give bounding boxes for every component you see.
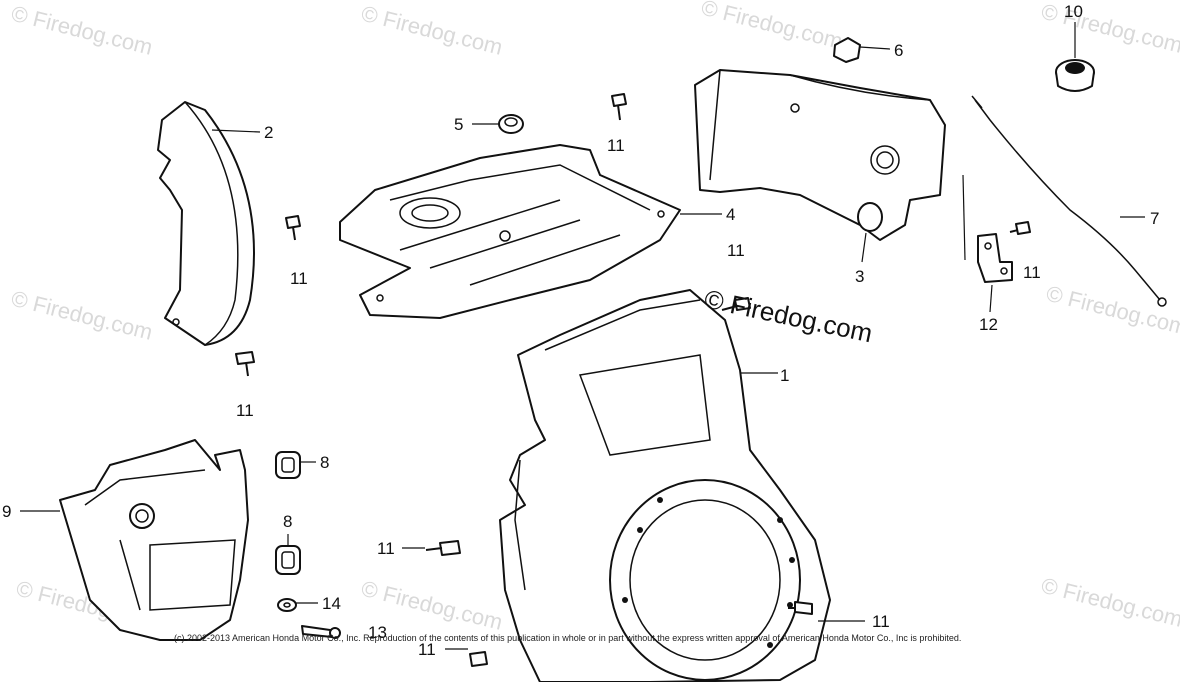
callout-11: 11	[1023, 263, 1041, 282]
watermark: © Firedog.com	[699, 0, 845, 54]
part-4-top-plate	[339, 144, 681, 319]
callout-1: 1	[780, 366, 789, 385]
callout-5: 5	[454, 115, 463, 134]
callout-11: 11	[872, 612, 890, 631]
callout-14: 14	[322, 594, 341, 613]
callout-7: 7	[1150, 209, 1159, 228]
part-14-washer	[277, 598, 297, 612]
callout-13: 13	[368, 623, 387, 642]
part-7-cable	[971, 95, 1167, 307]
callout-3: 3	[855, 267, 864, 286]
callout-11: 11	[727, 241, 745, 260]
callout-11: 11	[607, 136, 625, 155]
callout-8-lower: 8	[283, 512, 292, 531]
callout-11: 11	[377, 539, 395, 558]
callout-10: 10	[1064, 2, 1083, 21]
callout-4: 4	[726, 205, 735, 224]
part-2-shroud-plate	[157, 101, 255, 346]
watermark: © Firedog.com	[359, 1, 505, 60]
watermark: © Firedog.com	[1039, 0, 1180, 58]
part-8-grommet-upper	[275, 451, 301, 479]
callout-11: 11	[236, 401, 254, 420]
part-3-side-plate	[694, 69, 946, 241]
part-1-fan-shroud	[499, 289, 831, 682]
watermark: © Firedog.com	[9, 286, 155, 345]
part-6-clip	[833, 37, 861, 63]
callout-8-upper: 8	[320, 453, 329, 472]
callout-2: 2	[264, 123, 273, 142]
callout-6: 6	[894, 41, 903, 60]
callout-12: 12	[979, 315, 998, 334]
part-12-bracket	[977, 233, 1013, 283]
watermark: © Firedog.com	[9, 1, 155, 60]
callout-11: 11	[418, 640, 436, 659]
part-9-lower-cover	[59, 439, 249, 641]
callouts: 1 2 3 4 5 6 7 8 8 9 10 11 11 11 11 11 11…	[2, 2, 1159, 659]
callout-11: 11	[290, 269, 308, 288]
watermark: © Firedog.com	[1044, 281, 1180, 340]
copyright-notice: (c) 2002-2013 American Honda Motor Co., …	[174, 633, 961, 643]
part-13-bolt	[301, 625, 341, 639]
part-5-grommet	[498, 114, 524, 134]
watermark: © Firedog.com	[1039, 573, 1180, 632]
part-8-grommet-lower	[275, 545, 301, 575]
part-10-cap	[1055, 59, 1095, 92]
callout-9: 9	[2, 502, 11, 521]
bolt-11-icons	[235, 93, 1031, 667]
leader-lines	[20, 22, 1145, 650]
